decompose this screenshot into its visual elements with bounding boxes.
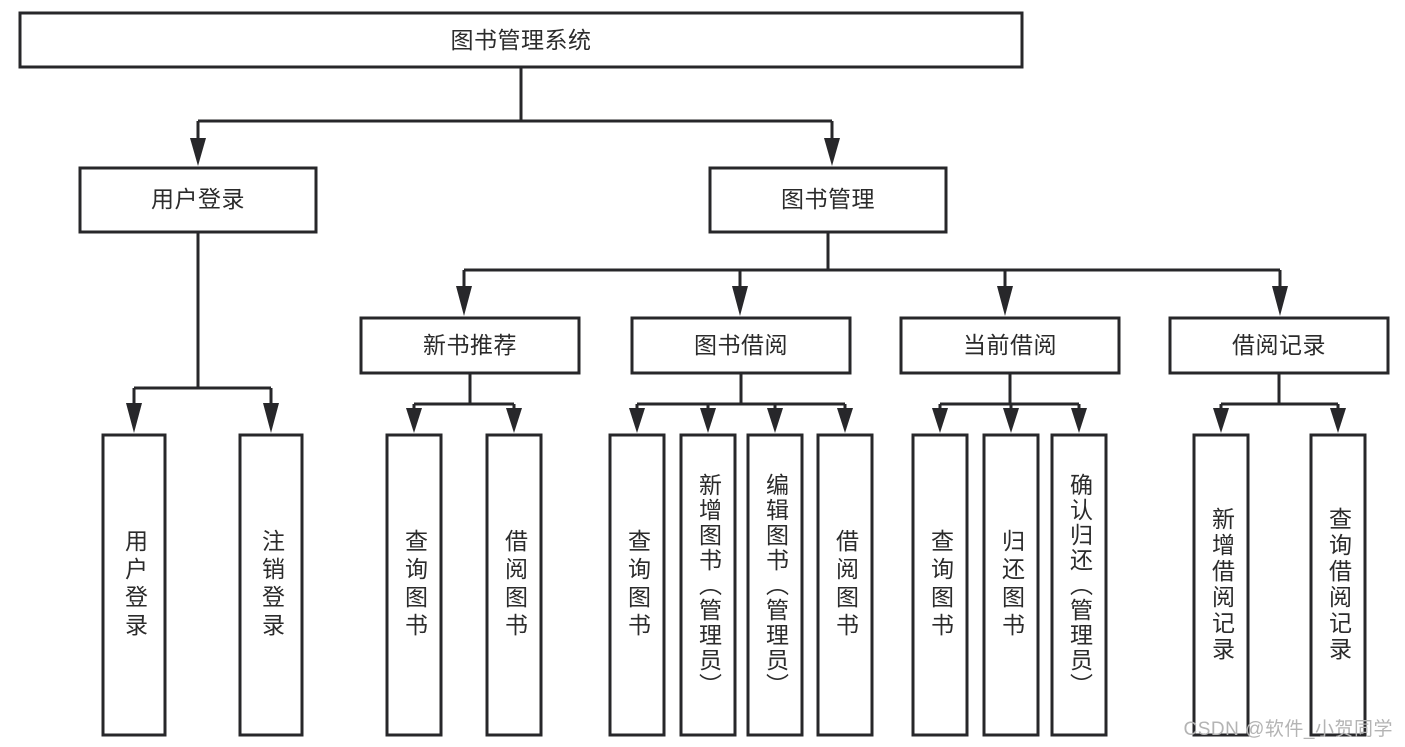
node-box-user-login[interactable] [78, 166, 318, 234]
connector-group-book-management [456, 232, 1288, 316]
arrow-head-user-login-login [126, 403, 142, 433]
node-box-borrow-records[interactable] [1168, 316, 1390, 375]
connector-group-book-borrow [629, 373, 853, 433]
arrow-head-book-management [824, 138, 840, 166]
node-label-user-login: 用户登录 [151, 186, 245, 212]
connector-group-borrow-records [1213, 373, 1346, 433]
arrow-head-records-add-record [1213, 408, 1229, 433]
node-box-current-query-book[interactable] [911, 433, 969, 737]
node-box-recommend-query-book[interactable] [385, 433, 443, 737]
arrow-head-user-login [190, 138, 206, 166]
arrow-head-current-return-book [1003, 408, 1019, 433]
node-label-current-borrow: 当前借阅 [963, 332, 1057, 358]
arrow-head-book-borrow [732, 286, 748, 316]
node-label-book-management: 图书管理 [781, 186, 875, 212]
arrow-head-borrow-add-book [700, 408, 716, 433]
arrow-head-borrow-edit-book [767, 408, 783, 433]
arrow-head-recommend-query-book [406, 408, 422, 433]
arrow-head-borrow-records [1272, 286, 1288, 316]
arrow-head-current-confirm-return [1071, 408, 1087, 433]
node-label-borrow-records: 借阅记录 [1232, 332, 1326, 358]
node-box-new-book-recommend[interactable] [359, 316, 581, 375]
arrow-head-borrow-borrow-book [837, 408, 853, 433]
node-box-borrow-add-book[interactable] [679, 433, 737, 737]
node-box-records-add-record[interactable] [1192, 433, 1250, 737]
arrow-head-user-login-logout [263, 403, 279, 433]
node-box-borrow-query-book[interactable] [608, 433, 666, 737]
connector-group-current-borrow [932, 373, 1087, 433]
node-label-book-borrow: 图书借阅 [694, 332, 788, 358]
node-box-book-management[interactable] [708, 166, 948, 234]
csdn-watermark: CSDN @软件_小贺同学 [1183, 719, 1393, 740]
node-box-user-login-logout[interactable] [238, 433, 304, 737]
node-box-root[interactable] [18, 11, 1024, 69]
node-label-new-book-recommend: 新书推荐 [423, 332, 517, 358]
node-box-records-query-record[interactable] [1309, 433, 1367, 737]
connector-group-user-login [126, 232, 279, 433]
arrow-head-new-book-recommend [456, 286, 472, 316]
node-label-root: 图书管理系统 [451, 27, 592, 53]
arrow-head-records-query-record [1330, 408, 1346, 433]
connector-group-new-book-recommend [406, 373, 522, 433]
node-box-book-borrow[interactable] [630, 316, 852, 375]
node-box-user-login-login[interactable] [101, 433, 167, 737]
node-box-current-borrow[interactable] [899, 316, 1121, 375]
connector-group-root [190, 67, 840, 166]
arrow-head-borrow-query-book [629, 408, 645, 433]
node-box-recommend-borrow-book[interactable] [485, 433, 543, 737]
node-box-current-return-book[interactable] [982, 433, 1040, 737]
arrow-head-current-borrow [997, 286, 1013, 316]
node-box-borrow-borrow-book[interactable] [816, 433, 874, 737]
node-box-borrow-edit-book[interactable] [746, 433, 804, 737]
arrow-head-recommend-borrow-book [506, 408, 522, 433]
arrow-head-current-query-book [932, 408, 948, 433]
node-box-current-confirm-return[interactable] [1050, 433, 1108, 737]
